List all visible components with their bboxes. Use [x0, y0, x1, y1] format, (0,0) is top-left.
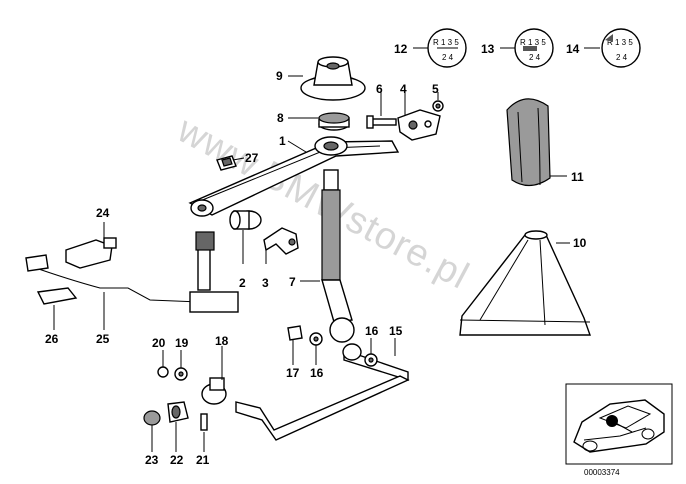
- callout-15: 15: [389, 324, 403, 338]
- callout-27: 27: [245, 151, 259, 165]
- callout-8: 8: [277, 111, 284, 125]
- callout-26: 26: [45, 332, 59, 346]
- svg-text:2 4: 2 4: [442, 53, 454, 62]
- part-4-bracket: [397, 92, 441, 141]
- callout-19: 19: [175, 336, 189, 350]
- part-21-pin: [200, 413, 208, 452]
- svg-text:R 1 3 5: R 1 3 5: [520, 38, 546, 47]
- part-18-linkage-rod: [201, 346, 410, 441]
- part-24-switch: [65, 222, 117, 269]
- callout-13: 13: [481, 42, 495, 56]
- callout-20: 20: [152, 336, 166, 350]
- part-26-connector: [36, 287, 78, 330]
- callout-25: 25: [96, 332, 110, 346]
- callout-14: 14: [566, 42, 580, 56]
- callout-5: 5: [432, 82, 439, 96]
- part-15-selector-rod: [342, 338, 409, 381]
- callout-10: 10: [573, 236, 587, 250]
- callout-6: 6: [376, 82, 383, 96]
- callout-17: 17: [286, 366, 300, 380]
- callout-11: 11: [571, 170, 584, 184]
- part-11-shift-knob: [506, 98, 567, 187]
- part-27-clip: [216, 155, 245, 171]
- part-7-shift-rod: [300, 169, 355, 343]
- svg-text:R 1 3 5: R 1 3 5: [607, 38, 633, 47]
- vehicle-locator-inset: [565, 383, 673, 465]
- callout-7: 7: [289, 275, 296, 289]
- part-19-washer: [174, 350, 188, 381]
- part-17-clip: [287, 325, 303, 365]
- part-6-bolt: [366, 92, 397, 129]
- callout-21: 21: [196, 453, 210, 467]
- callout-22: 22: [170, 453, 184, 467]
- callout-12: 12: [394, 42, 408, 56]
- callout-24: 24: [96, 206, 110, 220]
- callout-1: 1: [279, 134, 286, 148]
- shift-pattern-12: R 1 3 5 2 4: [413, 28, 467, 68]
- part-8-bushing: [288, 112, 350, 131]
- callout-labels: 1 2 3 4 5 6 7 8 9 10 11 12 13 14 15 16 1…: [45, 42, 587, 467]
- diagram-code: 00003374: [584, 468, 620, 477]
- shift-pattern-13: R 1 3 5 2 4: [500, 28, 554, 68]
- callout-2: 2: [239, 276, 246, 290]
- callout-3: 3: [262, 276, 269, 290]
- part-1-shift-arm: [188, 136, 400, 217]
- part-16-washer-a: [309, 332, 323, 365]
- callout-18: 18: [215, 334, 229, 348]
- callout-16a: 16: [365, 324, 379, 338]
- part-9-rubber-boot: [288, 56, 366, 101]
- part-3-clip: [263, 227, 299, 264]
- part-25-cable-bracket: [25, 231, 239, 330]
- part-16-washer-b: [364, 338, 378, 367]
- callout-23: 23: [145, 453, 159, 467]
- callout-9: 9: [276, 69, 283, 83]
- callout-4: 4: [400, 82, 407, 96]
- svg-text:2 4: 2 4: [529, 53, 541, 62]
- callout-16b: 16: [310, 366, 324, 380]
- part-5-nut: [432, 92, 444, 112]
- part-2-bushing: [229, 210, 262, 264]
- part-10-shift-boot: [459, 230, 591, 336]
- part-20-nut: [157, 350, 169, 378]
- svg-text:2 4: 2 4: [616, 53, 628, 62]
- shift-pattern-14: R 1 3 5 2 4: [584, 28, 641, 68]
- part-22-bushing: [167, 401, 189, 452]
- part-23-cap: [143, 410, 161, 452]
- svg-text:R 1 3 5: R 1 3 5: [433, 38, 459, 47]
